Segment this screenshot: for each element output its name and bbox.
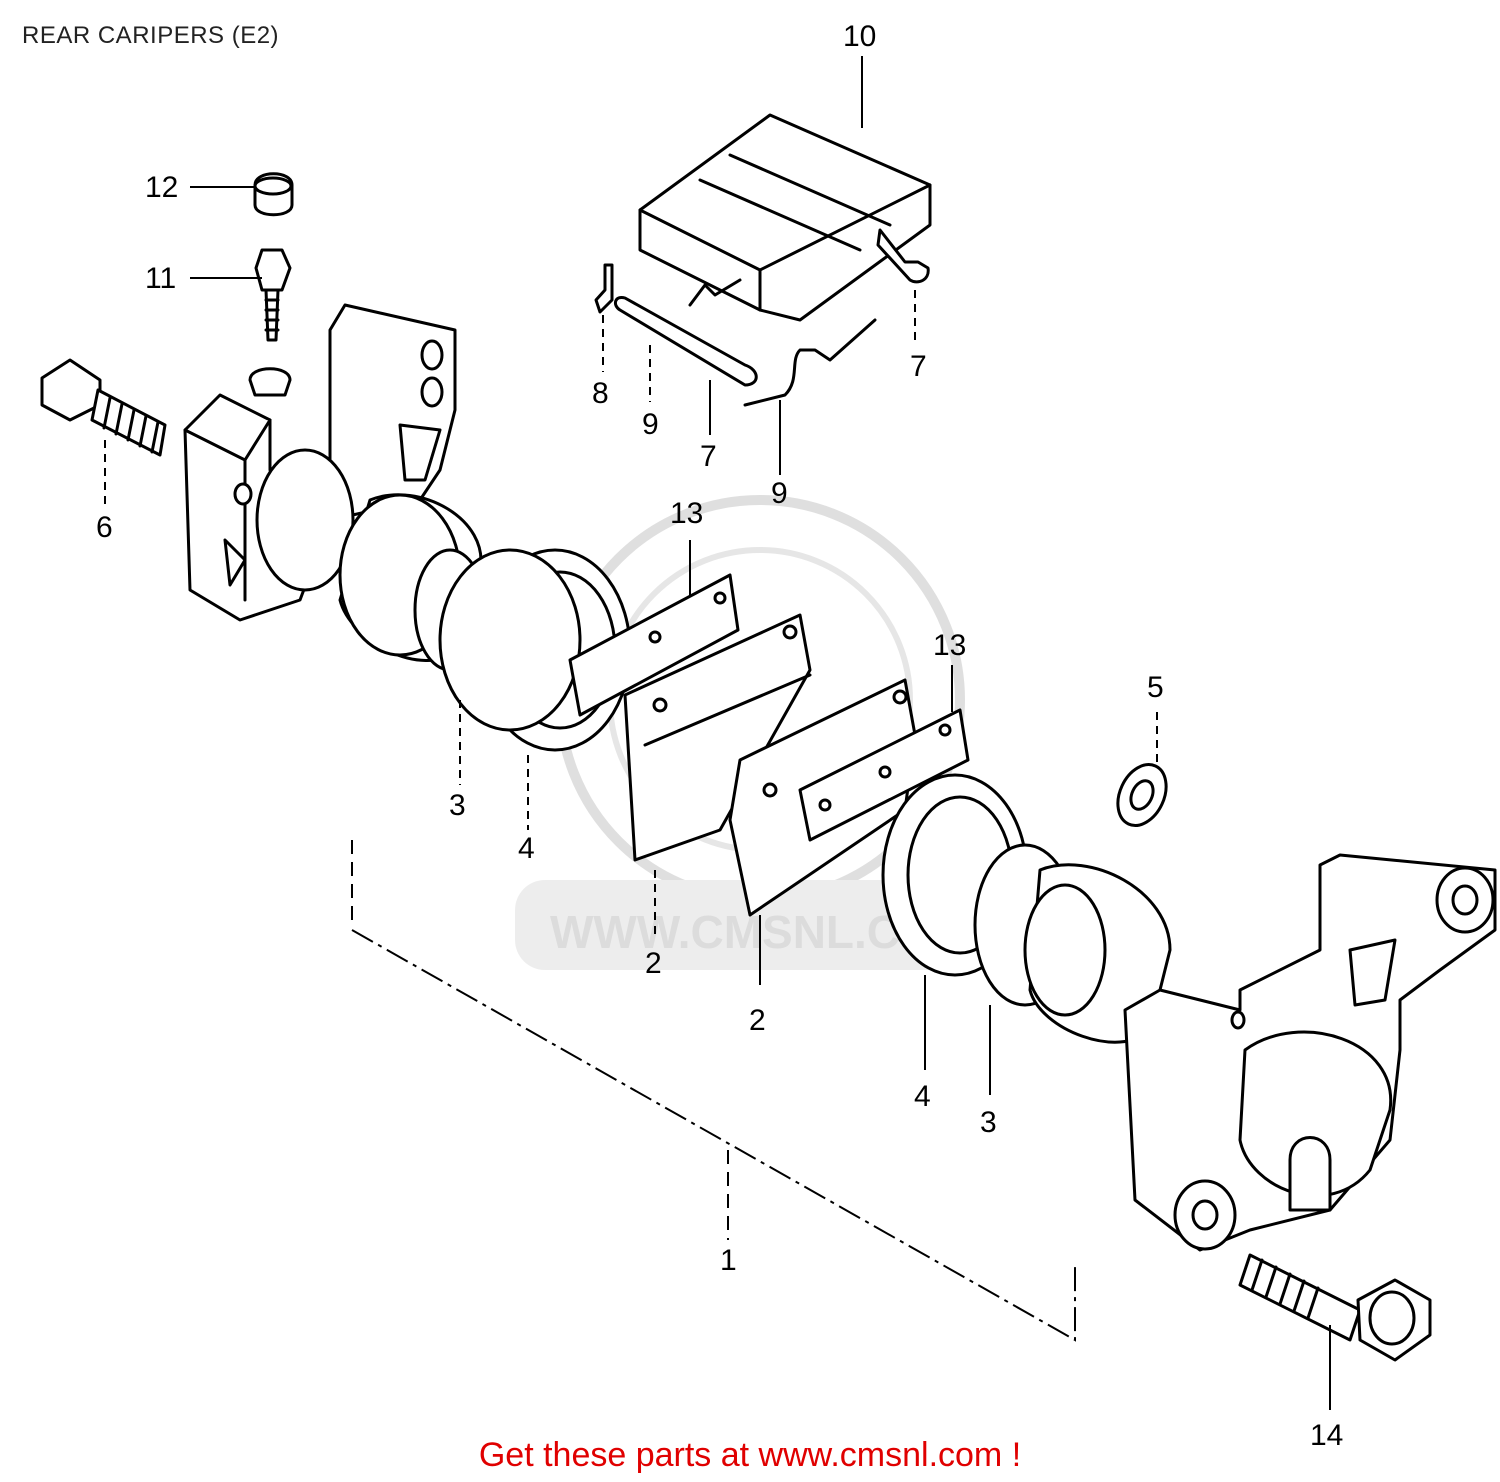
callout-2-right: 2 bbox=[749, 1004, 766, 1037]
part-14-mounting-bolt bbox=[1238, 1253, 1432, 1362]
part-8-clip bbox=[594, 263, 614, 314]
part-12-bleeder-cap bbox=[253, 172, 294, 217]
callout-13-right: 13 bbox=[933, 629, 966, 662]
callout-4-right: 4 bbox=[914, 1080, 931, 1113]
callout-4-left: 4 bbox=[518, 832, 535, 865]
callout-7-upper: 7 bbox=[910, 350, 927, 383]
callout-8: 8 bbox=[592, 377, 609, 410]
callout-11: 11 bbox=[145, 262, 176, 295]
callout-3-left: 3 bbox=[449, 789, 466, 822]
part-13-shim-right bbox=[798, 708, 970, 842]
part-5-washer bbox=[1116, 763, 1168, 827]
callout-12: 12 bbox=[145, 171, 178, 204]
footer-parts-link: Get these parts at www.cmsnl.com ! bbox=[0, 1436, 1500, 1475]
callout-1: 1 bbox=[720, 1244, 737, 1277]
part-9-pad-spring bbox=[688, 278, 877, 407]
part-6-caliper-bolt bbox=[40, 358, 167, 457]
part-3-piston-right bbox=[973, 843, 1172, 1044]
part-11-bleeder-valve bbox=[254, 248, 292, 342]
callout-9-left: 9 bbox=[642, 408, 659, 441]
footer-link-text[interactable]: Get these parts at www.cmsnl.com ! bbox=[478, 1436, 1022, 1474]
callout-10: 10 bbox=[843, 20, 876, 53]
leader-lines bbox=[104, 56, 1331, 1410]
callout-7-lower: 7 bbox=[700, 440, 717, 473]
right-caliper-housing bbox=[1123, 853, 1497, 1252]
callouts: 10 12 11 7 8 9 7 9 6 13 13 5 3 4 2 2 4 3… bbox=[96, 20, 1343, 1452]
left-caliper-housing bbox=[183, 303, 457, 622]
part-13-shim-left bbox=[568, 573, 740, 717]
page-title: REAR CARIPERS (E2) bbox=[22, 22, 280, 49]
callout-13-left: 13 bbox=[670, 497, 703, 530]
callout-2-left: 2 bbox=[645, 947, 662, 980]
part-10-pad-cover bbox=[638, 113, 932, 322]
part-7-pad-pin-upper bbox=[876, 228, 930, 284]
callout-5: 5 bbox=[1147, 671, 1164, 704]
callout-3-right: 3 bbox=[980, 1106, 997, 1139]
part-7-pad-pin bbox=[613, 295, 758, 387]
callout-6: 6 bbox=[96, 511, 113, 544]
callout-9-right: 9 bbox=[771, 477, 788, 510]
callout-14: 14 bbox=[1310, 1419, 1343, 1452]
